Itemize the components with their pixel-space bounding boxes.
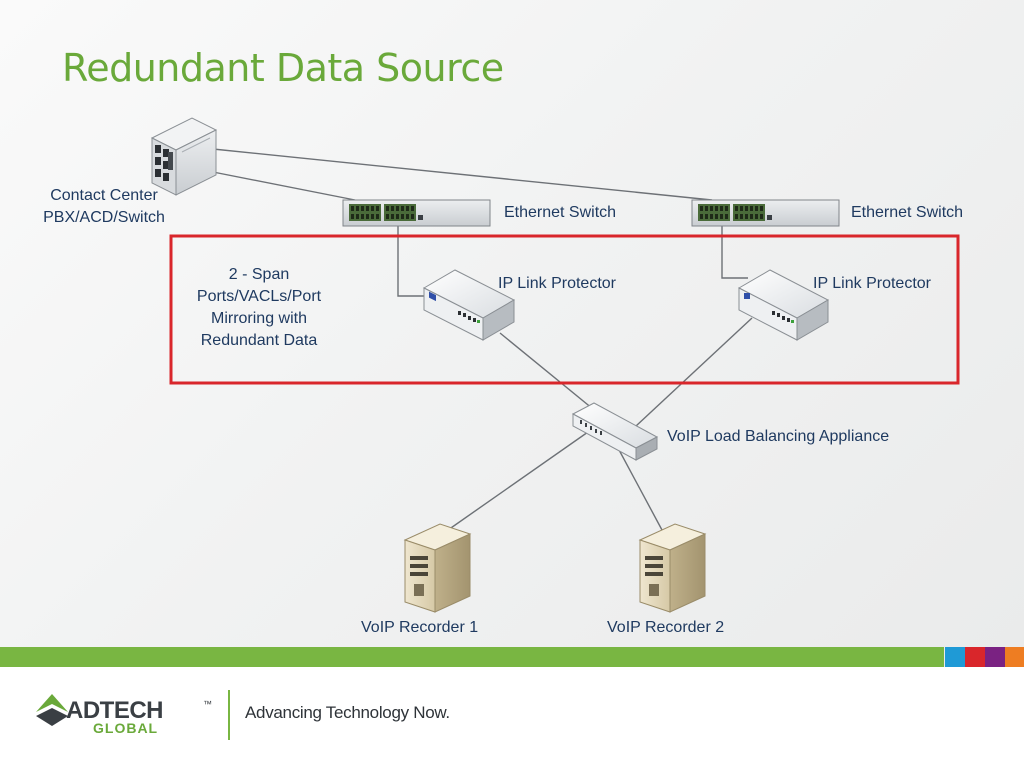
ethernet-switch-2-label: Ethernet Switch — [851, 204, 964, 221]
slide-title: Redundant Data Source — [62, 46, 504, 90]
ethernet-switch-2-icon — [691, 199, 840, 227]
logo-subtitle: GLOBAL — [93, 720, 159, 736]
logo-divider — [228, 690, 230, 740]
link-pbx-to-switch-1 — [212, 171, 356, 201]
footer-swatch-orange — [1005, 647, 1024, 667]
logo-wordmark: ADTECH — [66, 697, 164, 724]
load-balancer-label: VoIP Load Balancing Appliance — [667, 428, 890, 445]
link-protector-2-to-balancer — [635, 317, 753, 427]
contact-center-label: Contact Center PBX/ACD/Switch — [43, 187, 165, 226]
link-pbx-to-switch-2 — [212, 148, 713, 201]
voip-recorder-1-label: VoIP Recorder 1 — [361, 619, 479, 636]
span-ports-label: 2 - Span Ports/VACLs/Port Mirroring with… — [196, 266, 322, 349]
link-switch-2-to-protector-2 — [721, 226, 748, 279]
link-balancer-to-recorder-1 — [447, 431, 589, 531]
ip-link-protector-2-label: IP Link Protector — [813, 275, 931, 292]
ethernet-switch-1-icon — [342, 199, 491, 227]
ip-link-protector-1-icon — [422, 269, 516, 341]
link-protector-1-to-balancer — [499, 332, 605, 419]
ip-link-protector-1-label: IP Link Protector — [498, 275, 616, 292]
ethernet-switch-1-label: Ethernet Switch — [504, 204, 617, 221]
voip-recorder-2-icon — [638, 523, 707, 613]
footer-swatch-purple — [985, 647, 1005, 667]
ip-link-protector-2-icon — [737, 269, 830, 341]
voip-load-balancer-icon — [571, 402, 659, 461]
link-balancer-to-recorder-2 — [617, 447, 663, 531]
footer-swatch-red — [965, 647, 985, 667]
voip-recorder-2-label: VoIP Recorder 2 — [607, 619, 725, 636]
footer-tagline: Advancing Technology Now. — [245, 703, 450, 722]
footer-green-bar — [0, 647, 944, 667]
logo-trademark: ™ — [203, 699, 212, 709]
link-switch-1-to-protector-1 — [397, 226, 433, 297]
connection-lines — [212, 148, 753, 531]
voip-recorder-1-icon — [403, 523, 472, 613]
contact-center-server-icon — [150, 117, 218, 196]
redundant-data-highlight-box — [169, 234, 960, 385]
footer — [0, 667, 1024, 768]
footer-swatch-blue — [945, 647, 965, 667]
